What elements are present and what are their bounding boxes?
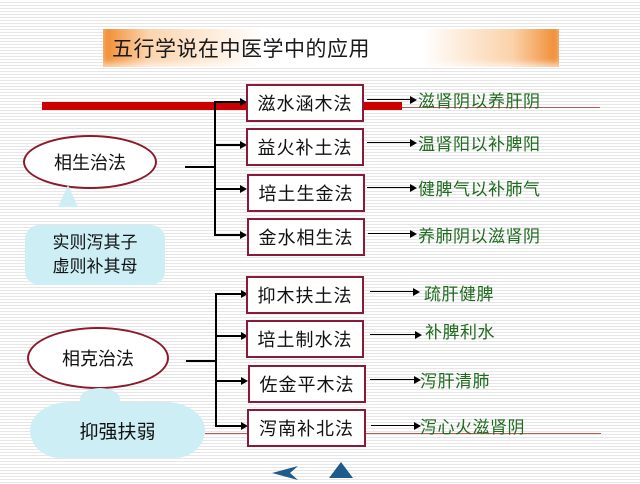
method-label: 泻南补北法 (259, 419, 354, 440)
group-ke-principle-cloud: 抑强扶弱 (30, 402, 205, 458)
result-arrow-line (370, 379, 416, 380)
arrow-icon (415, 331, 422, 339)
result-arrow-line (367, 142, 412, 143)
group-ke-ellipse: 相克治法 (27, 327, 169, 389)
branch-line (215, 380, 243, 382)
thin-divider-top (402, 107, 600, 108)
group-sheng-label: 相生治法 (54, 153, 126, 174)
method-result: 泻心火滋肾阴 (420, 418, 525, 438)
branch-line (214, 234, 242, 236)
arrow-icon (240, 141, 247, 149)
method-label: 抑木扶土法 (257, 286, 353, 307)
arrow-icon (414, 422, 421, 430)
method-result: 温肾阳以补脾阳 (418, 135, 541, 155)
principle-line-1: 实则泻其子 (52, 233, 138, 253)
arrow-icon (240, 231, 247, 239)
arrow-icon (410, 139, 417, 147)
callout-pointer (58, 185, 78, 207)
branch-line (215, 293, 243, 295)
up-slide-button[interactable] (329, 462, 353, 482)
cloud-puff (80, 388, 120, 410)
principle-line-2: 虚则补其母 (52, 257, 138, 277)
result-arrow-line (367, 99, 412, 100)
result-arrow-line (368, 233, 412, 234)
red-divider-bar (42, 102, 402, 110)
method-result: 滋肾阴以养肝阴 (418, 92, 541, 112)
result-arrow-line (370, 334, 416, 335)
branch-line (215, 425, 243, 427)
method-label: 培土制水法 (257, 330, 353, 351)
up-arrow-icon (329, 462, 353, 478)
arrow-icon (241, 290, 248, 298)
arrow-icon (410, 184, 417, 192)
method-result: 健脾气以补肺气 (418, 180, 541, 200)
branch-line (214, 101, 242, 103)
arrow-icon (410, 230, 417, 238)
arrow-icon (414, 376, 421, 384)
thin-divider-bottom (205, 433, 601, 434)
branch-line (214, 144, 242, 146)
arrow-icon (241, 422, 248, 430)
method-box: 培土制水法 (246, 320, 364, 358)
principle-line-1: 抑强扶弱 (79, 420, 156, 443)
group-sheng-principle-callout: 实则泻其子 虚则补其母 (25, 225, 165, 285)
connector-spine (215, 293, 217, 427)
method-box: 金水相生法 (247, 218, 365, 256)
title-banner (103, 29, 559, 67)
result-arrow-line (367, 187, 412, 188)
method-label: 培土生金法 (258, 184, 354, 205)
arrow-icon (240, 185, 247, 193)
method-label: 益火补土法 (257, 138, 353, 159)
method-result: 疏肝健脾 (424, 285, 494, 305)
method-label: 佐金平木法 (259, 375, 355, 396)
arrow-icon (410, 96, 417, 104)
method-result: 补脾利水 (425, 323, 495, 343)
method-box: 抑木扶土法 (246, 276, 364, 314)
arrow-icon (241, 377, 248, 385)
group-sheng-ellipse: 相生治法 (23, 135, 157, 189)
method-box: 泻南补北法 (247, 409, 366, 447)
method-box: 滋水涵木法 (246, 84, 364, 122)
method-box: 培土生金法 (247, 174, 365, 212)
branch-line (215, 335, 243, 337)
method-label: 金水相生法 (258, 228, 354, 249)
method-result: 泻肝清肺 (420, 372, 490, 392)
method-box: 益火补土法 (246, 128, 364, 166)
left-arrow-icon (272, 466, 298, 480)
connector-stem (185, 166, 215, 168)
arrow-icon (413, 288, 420, 296)
result-arrow-line (371, 425, 415, 426)
arrow-icon (240, 98, 247, 106)
connector-stem (186, 360, 216, 362)
method-result: 养肺阴以滋肾阴 (418, 227, 541, 247)
page-title: 五行学说在中医学中的应用 (112, 37, 370, 61)
arrow-icon (241, 332, 248, 340)
prev-slide-button[interactable] (272, 465, 298, 484)
connector-spine (214, 101, 216, 236)
group-ke-label: 相克治法 (62, 349, 134, 370)
result-arrow-line (370, 291, 414, 292)
branch-line (214, 188, 242, 190)
method-box: 佐金平木法 (248, 365, 366, 403)
method-label: 滋水涵木法 (257, 94, 353, 115)
